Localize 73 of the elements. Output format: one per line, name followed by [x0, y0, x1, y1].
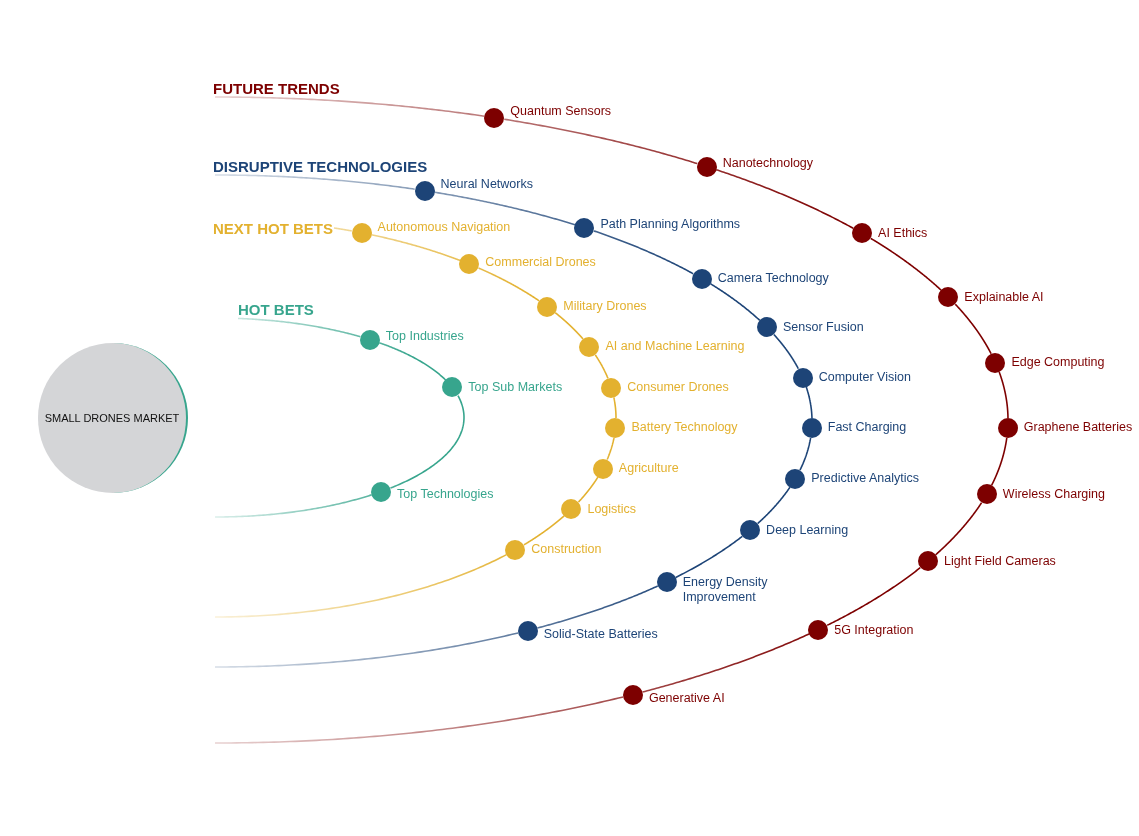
- topic-label: 5G Integration: [834, 623, 914, 639]
- arc-line: [869, 237, 942, 291]
- topic-label: Sensor Fusion: [783, 319, 864, 335]
- topic-label: Neural Networks: [440, 177, 533, 193]
- arc-line: [333, 227, 353, 232]
- arc-line: [237, 317, 362, 338]
- category-heading: NEXT HOT BETS: [213, 221, 333, 237]
- topic-label: Fast Charging: [827, 420, 907, 436]
- arc-line: [214, 632, 519, 668]
- topic-label: Solid-State Batteries: [543, 627, 658, 643]
- arc-line: [503, 118, 698, 165]
- topic-label: Deep Learning: [766, 522, 849, 538]
- topic-label: Edge Computing: [1011, 355, 1105, 371]
- topic-label: Energy Density Improvement: [682, 575, 769, 606]
- arc-line: [805, 386, 813, 419]
- arc-line: [389, 394, 465, 489]
- arc-line: [613, 396, 617, 419]
- arc-line: [998, 371, 1009, 419]
- arc-line: [773, 333, 800, 370]
- arc-line: [826, 566, 922, 627]
- topic-label: Explainable AI: [964, 289, 1044, 305]
- arc-line: [594, 354, 609, 380]
- category-heading: FUTURE TRENDS: [213, 81, 340, 97]
- arc-line: [709, 282, 761, 322]
- arc-line: [554, 311, 584, 340]
- arc-line: [214, 553, 508, 618]
- arc-line: [477, 267, 540, 302]
- topic-label: Generative AI: [648, 691, 725, 707]
- topic-label: AI Ethics: [878, 225, 928, 241]
- topic-label: Wireless Charging: [1002, 486, 1105, 502]
- topic-label: Quantum Sensors: [510, 104, 612, 120]
- topic-label: Logistics: [587, 501, 637, 517]
- arc-line: [934, 501, 983, 556]
- arc-line: [756, 486, 791, 525]
- arc-line: [799, 437, 812, 471]
- arc-line: [433, 191, 576, 226]
- category-heading: DISRUPTIVE TECHNOLOGIES: [213, 159, 428, 175]
- arc-line: [990, 437, 1008, 487]
- arc-line: [214, 96, 486, 117]
- arc-line: [593, 230, 694, 275]
- topic-label: Computer Vision: [818, 370, 911, 386]
- arc-line: [214, 696, 624, 744]
- topic-label: Path Planning Algorithms: [600, 216, 741, 232]
- category-heading: HOT BETS: [238, 302, 314, 318]
- arc-line: [214, 174, 416, 190]
- topic-label: Consumer Drones: [627, 380, 729, 396]
- topic-label: Battery Technology: [631, 420, 738, 436]
- topic-label: Light Field Cameras: [944, 553, 1056, 569]
- topic-label: AI and Machine Learning: [605, 339, 745, 355]
- arc-line: [606, 437, 615, 461]
- topic-label: Nanotechnology: [722, 155, 814, 171]
- topic-label: Military Drones: [563, 299, 647, 315]
- topic-label: Top Sub Markets: [468, 379, 563, 395]
- market-label: SMALL DRONES MARKET: [44, 411, 180, 426]
- topic-label: Camera Technology: [717, 271, 829, 287]
- arc-line: [954, 303, 992, 355]
- topic-label: Agriculture: [618, 461, 679, 476]
- topic-label: Commercial Drones: [485, 254, 596, 270]
- arc-line: [641, 633, 810, 693]
- arc-line: [577, 476, 599, 503]
- topic-label: Graphene Batteries: [1023, 420, 1133, 436]
- arc-line: [536, 585, 659, 629]
- arc-line: [715, 168, 855, 230]
- topic-label: Top Technologies: [397, 486, 494, 502]
- arc-line: [370, 233, 461, 262]
- topic-label: Autonomous Navigation: [377, 219, 511, 235]
- arc-line: [674, 535, 744, 579]
- arc-line: [523, 515, 565, 546]
- topic-label: Construction: [531, 542, 602, 558]
- topic-label: Top Industries: [385, 328, 464, 344]
- topic-label: Predictive Analytics: [811, 471, 919, 487]
- arc-line: [378, 341, 447, 381]
- arc-line: [214, 494, 373, 518]
